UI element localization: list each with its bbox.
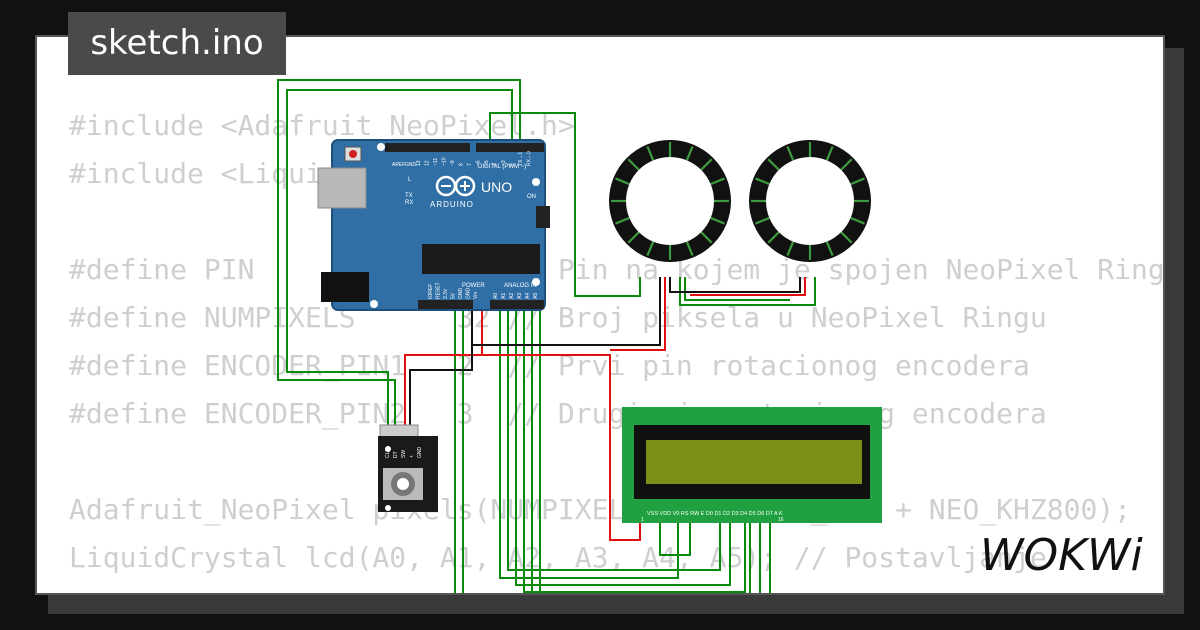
lcd-pin-first: 1	[641, 517, 644, 523]
neopixel-led	[840, 231, 853, 244]
digital-pin-label: 12	[425, 160, 431, 166]
digital-label: DIGITAL (PWM ~)	[478, 164, 526, 170]
digital-pin-label: ~10	[442, 157, 448, 166]
power-pin-label: 3.3V	[443, 288, 449, 299]
neopixel-led	[825, 241, 834, 256]
power-pin-label: RESET	[436, 282, 442, 299]
neopixel-led	[685, 241, 694, 256]
digital-header-left	[385, 143, 470, 152]
project-card: #include <Adafruit_NeoPixel.h> #include …	[35, 35, 1165, 595]
gnd-label: GND	[405, 162, 417, 168]
neopixel-led	[646, 146, 655, 161]
analog-pin-label: A1	[501, 293, 507, 299]
lcd-pin-labels: VSS VDD V0 RS RW E D0 D1 D2 D3 D4 D5 D6 …	[647, 511, 783, 517]
digital-pin-label: 4	[493, 163, 499, 166]
neopixel-led	[786, 241, 795, 256]
analog-pin-label: A5	[533, 293, 539, 299]
board-brand: ARDUINO	[430, 200, 474, 209]
power-label: POWER	[462, 283, 485, 289]
encoder-pin-label: +	[409, 455, 415, 458]
neopixel-led	[825, 146, 834, 161]
neopixel-led	[786, 146, 795, 161]
analog-header	[490, 300, 544, 309]
digital-pin-label: TX→1	[518, 152, 524, 166]
analog-pin-label: A4	[525, 293, 531, 299]
digital-pin-label: 8	[459, 163, 465, 166]
neopixel-led	[700, 158, 713, 171]
code-line: #define PIN 6 // Pin na kojem je spojen …	[69, 253, 1165, 286]
digital-pin-label: 13	[416, 160, 422, 166]
neopixel-ring-1[interactable]	[609, 140, 731, 262]
board-model: UNO	[481, 179, 512, 195]
power-pin-label: GND	[466, 288, 472, 300]
digital-pin-label: ~5	[484, 160, 490, 166]
wokwi-logo: WOKWi	[980, 530, 1143, 581]
analog-pin-label: A0	[493, 293, 499, 299]
neopixel-led	[755, 216, 770, 225]
encoder-pin-label: GND	[417, 447, 423, 459]
encoder-pin-label: DT	[393, 451, 399, 458]
encoder-pin-label: SW	[401, 450, 407, 458]
wokwi-logo-text: WOKWi	[980, 530, 1143, 581]
arduino-logo-icon	[435, 175, 476, 197]
neopixel-led	[710, 216, 725, 225]
neopixel-led	[755, 177, 770, 186]
digital-pin-label: ~3	[501, 160, 507, 166]
neopixel-led	[627, 158, 640, 171]
power-jack	[321, 272, 369, 302]
code-line: #include <Adafruit_NeoPixel.h>	[69, 109, 575, 142]
digital-pin-label: ~6	[476, 160, 482, 166]
neopixel-led	[627, 231, 640, 244]
neopixel-led	[840, 158, 853, 171]
power-pin-label: IOREF	[428, 284, 434, 299]
digital-pin-label: 7	[467, 163, 473, 166]
digital-pin-label: RX←0	[527, 151, 533, 166]
analog-label: ANALOG IN	[504, 283, 537, 289]
file-tab[interactable]: sketch.ino	[68, 12, 286, 75]
lcd-screen	[646, 440, 862, 484]
neopixel-led	[850, 216, 865, 225]
analog-pin-label: A2	[509, 293, 515, 299]
arduino-uno-board[interactable]: DIGITAL (PWM ~) AREF GND ON L TX RX UNO …	[317, 139, 550, 311]
tx-led-label: TX	[405, 193, 413, 199]
power-pin-label: 5V	[451, 292, 457, 299]
neopixel-led	[646, 241, 655, 256]
neopixel-led	[685, 146, 694, 161]
lcd-16x2-display[interactable]: VSS VDD V0 RS RW E D0 D1 D2 D3 D4 D5 D6 …	[622, 407, 882, 523]
digital-header-right	[476, 143, 544, 152]
neopixel-ring-2[interactable]	[749, 140, 871, 262]
neopixel-led	[615, 216, 630, 225]
usb-connector	[317, 167, 367, 209]
green-wires	[277, 79, 816, 593]
power-pin-label: GND	[458, 288, 464, 300]
black-wires	[409, 277, 801, 430]
on-label: ON	[527, 194, 536, 200]
neopixel-led	[767, 158, 780, 171]
analog-pin-label: A3	[517, 293, 523, 299]
digital-pin-label: 2	[510, 163, 516, 166]
power-pin-label: Vin	[473, 292, 479, 299]
digital-pin-label: ~9	[450, 160, 456, 166]
encoder-pin-label: CLK	[385, 448, 391, 458]
neopixel-led	[615, 177, 630, 186]
neopixel-led	[767, 231, 780, 244]
neopixel-led	[850, 177, 865, 186]
lcd-pin-last: 16	[778, 517, 784, 523]
power-header	[418, 300, 473, 309]
l-led-label: L	[408, 177, 412, 183]
rx-led-label: RX	[405, 200, 413, 206]
neopixel-led	[710, 177, 725, 186]
atmega-chip	[422, 244, 540, 274]
aref-label: AREF	[392, 162, 405, 168]
red-wires	[404, 277, 806, 541]
neopixel-led	[700, 231, 713, 244]
digital-pin-label: ~11	[433, 158, 439, 166]
